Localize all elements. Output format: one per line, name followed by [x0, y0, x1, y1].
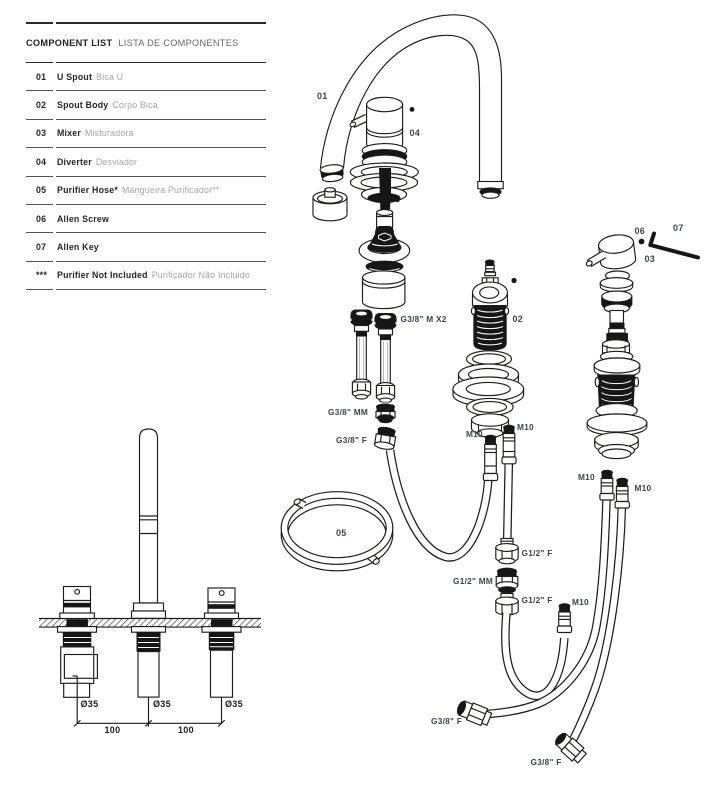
fitting-label-m10-body-right: M10 — [517, 422, 534, 432]
component-list-header: COMPONENT LIST LISTA DE COMPONENTES — [26, 22, 266, 63]
u-spout-drawing — [312, 14, 504, 222]
fitting-label-m10-mixer-right: M10 — [634, 483, 652, 493]
spout-body-drawing — [452, 259, 525, 438]
fitting-label-g38-m-x2: G3/8" M X2 — [400, 314, 447, 324]
component-list-title-en: COMPONENT LIST — [26, 38, 113, 48]
dimension-dia-left: Ø35 — [80, 699, 99, 709]
component-num: 02 — [26, 91, 53, 120]
dimension-dist-right: 100 — [178, 724, 194, 735]
dimension-dia-center: Ø35 — [153, 699, 171, 709]
dimension-dia-right: Ø35 — [225, 699, 243, 709]
component-list-title: COMPONENT LIST LISTA DE COMPONENTES — [26, 22, 238, 63]
component-row-05: 05 Purifier Hose*Mangueira Purificador** — [26, 177, 266, 205]
callout-01-u-spout: 01 — [317, 91, 328, 101]
component-name-pt: Misturadora — [84, 128, 134, 139]
center-hose-chain-drawing — [482, 424, 519, 616]
hose-a-drawing — [373, 425, 493, 562]
component-list-title-pt: LISTA DE COMPONENTES — [118, 38, 239, 48]
component-list: COMPONENT LIST LISTA DE COMPONENTES 01 U… — [26, 22, 266, 291]
callout-05-purifier-hose: 05 — [336, 527, 347, 538]
component-num: 03 — [26, 120, 53, 149]
component-num: 07 — [26, 233, 53, 262]
hose-b-drawing — [501, 603, 573, 700]
component-name-pt: Purificador Não Incluido — [151, 270, 250, 281]
component-name-pt: Desviador — [95, 156, 138, 167]
purifier-hose-drawing — [280, 491, 394, 572]
installation-drawing — [39, 428, 261, 727]
component-row-07: 07 Allen Key — [26, 233, 266, 262]
fitting-label-m10-body-left: M10 — [466, 428, 483, 439]
fitting-label-g38-f-bottom-right: G3/8" F — [530, 757, 562, 767]
fitting-label-g12-f-upper: G1/2" F — [521, 547, 553, 558]
component-num: 06 — [26, 205, 53, 234]
component-name-en: Spout Body — [57, 100, 109, 111]
component-row-06: 06 Allen Screw — [26, 205, 266, 234]
component-name-en: Purifier Not Included — [57, 270, 148, 281]
mixer-hoses-drawing — [456, 469, 630, 764]
component-num: 01 — [26, 63, 53, 92]
component-name-en: Diverter — [57, 156, 92, 167]
fitting-label-g12-mm: G1/2" MM — [453, 576, 494, 586]
callout-04-diverter: 04 — [409, 127, 421, 138]
component-name-en: U Spout — [57, 71, 93, 82]
dimension-dist-left: 100 — [104, 724, 121, 735]
fitting-label-g38-f-top: G3/8" F — [336, 435, 368, 445]
fitting-label-m10-center: M10 — [572, 596, 589, 607]
fitting-label-g38-f-bottom-left: G3/8" F — [431, 716, 463, 726]
callout-02-spout-body: 02 — [512, 313, 524, 324]
callout-06-allen-screw: 06 — [634, 226, 646, 236]
component-name-en: Allen Key — [57, 242, 99, 253]
component-num: *** — [26, 262, 53, 291]
component-num: 04 — [26, 148, 53, 177]
component-name-en: Allen Screw — [57, 213, 110, 224]
component-num: 05 — [26, 177, 53, 205]
mixer-drawing — [585, 231, 700, 460]
fitting-label-g12-f-lower: G1/2" F — [521, 594, 553, 605]
callout-03-mixer: 03 — [644, 253, 656, 264]
fitting-label-g38-mm: G3/8" MM — [328, 406, 369, 417]
component-name-pt: Mangueira Purificador** — [121, 185, 220, 196]
fitting-label-m10-mixer-left: M10 — [578, 472, 595, 482]
component-name-en: Mixer — [57, 128, 81, 139]
component-name-en: Purifier Hose* — [57, 185, 118, 196]
component-name-pt: Bica U — [96, 71, 124, 82]
rigid-tubes-drawing — [350, 309, 397, 424]
callout-07-allen-key: 07 — [673, 222, 684, 233]
component-name-pt: Corpo Bica — [112, 100, 158, 111]
diverter-drawing — [349, 96, 419, 310]
